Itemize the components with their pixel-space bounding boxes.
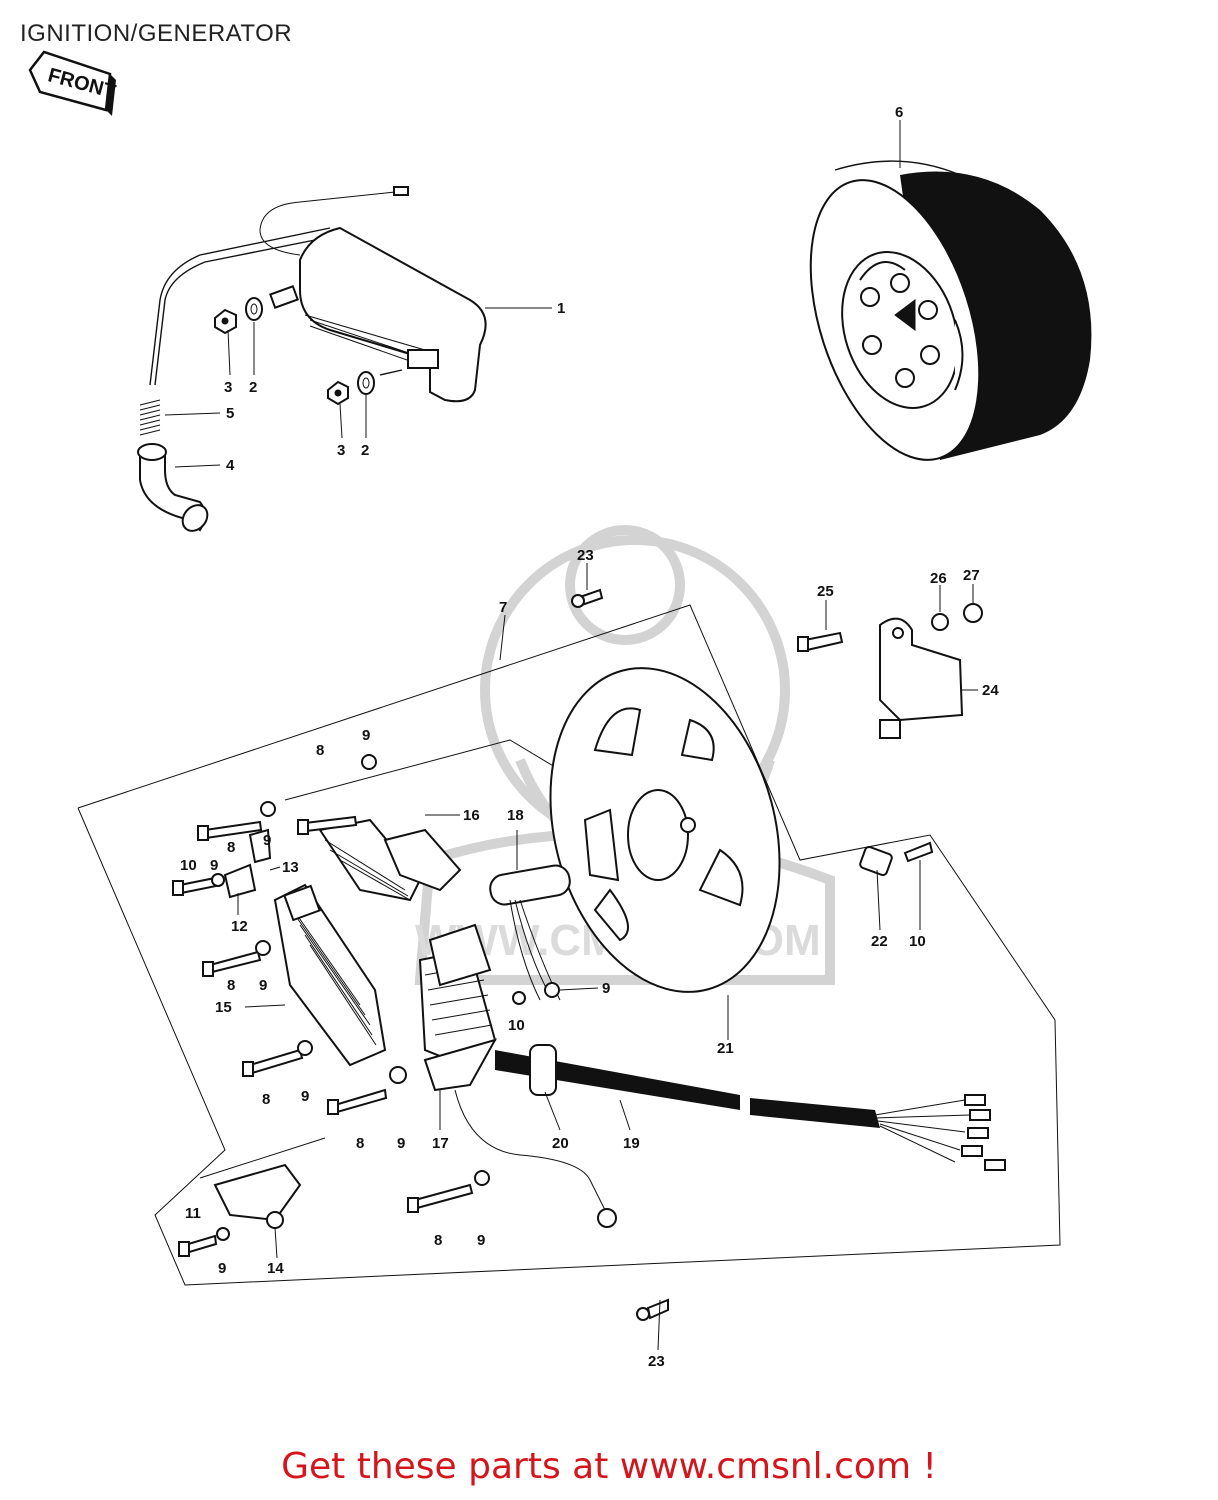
callout-9i: 9 [218,1260,226,1277]
callout-18: 18 [507,807,524,824]
bolt-8b [297,815,358,835]
spring [139,399,161,436]
screw-23b [636,1298,669,1321]
bolt-8c [202,950,262,977]
coil-17 [418,923,498,1092]
callout-8f: 8 [434,1232,442,1249]
callout-9e: 9 [602,980,610,997]
bolt-8a [197,820,263,841]
bolt-8e [327,1088,388,1115]
callout-9b: 9 [263,832,271,849]
callout-9c: 9 [210,857,218,874]
nut-3b [327,380,349,406]
callout-24: 24 [982,682,999,699]
callout-2b: 2 [361,442,369,459]
callout-1: 1 [557,300,565,317]
callout-8b: 8 [227,839,235,856]
callout-17: 17 [432,1135,449,1152]
callout-23a: 23 [577,547,594,564]
callout-5: 5 [226,405,234,422]
assembly-outline [77,604,1061,1286]
washer-9i [216,1227,230,1241]
callout-20: 20 [552,1135,569,1152]
washer-9a [260,801,276,817]
callout-16: 16 [463,807,480,824]
plate-22 [859,846,893,876]
bracket-13 [248,828,272,864]
terminal-12 [223,863,257,899]
plug-cap [137,443,209,532]
leader-lines [164,120,978,1351]
callout-10a: 10 [180,857,197,874]
callout-15: 15 [215,999,232,1016]
callout-8e: 8 [356,1135,364,1152]
condenser [489,864,571,1001]
bolt-8f [407,1183,474,1213]
callout-7: 7 [499,599,507,616]
callout-9a: 9 [362,727,370,744]
callout-23b: 23 [648,1353,665,1370]
washer-9f [297,1040,313,1056]
washer-2b [357,371,375,395]
washer-9b [361,754,377,770]
nut-3a [214,308,237,335]
coil-16 [318,818,462,902]
callouts: 1 2 3 2 3 5 4 6 7 23 25 26 27 24 8 9 9 8… [180,104,999,1370]
washer-2a [245,297,263,321]
callout-8a: 8 [316,742,324,759]
footer-link[interactable]: Get these parts at www.cmsnl.com ! [281,1446,937,1487]
front-arrow: FRONT [28,50,118,116]
ignition-coil [149,186,487,403]
callout-11: 11 [185,1205,201,1222]
callout-9f: 9 [301,1088,309,1105]
washer-9h [474,1170,490,1186]
flywheel [809,160,1092,461]
callout-10b: 10 [508,1017,525,1034]
callout-4: 4 [226,457,235,474]
screw-11 [178,1234,218,1257]
callout-14: 14 [267,1260,284,1277]
stator-plate [549,667,781,993]
screw-10c [903,841,934,863]
callout-6: 6 [895,104,903,121]
coil-15 [273,883,387,1067]
bolt-8d [242,1048,304,1077]
screw-23a [571,588,604,608]
screw-10a [172,876,218,896]
callout-13: 13 [282,859,299,876]
nut-27 [963,603,983,623]
callout-10c: 10 [909,933,926,950]
harness [454,1044,1006,1228]
callout-27: 27 [963,567,980,584]
callout-9h: 9 [477,1232,485,1249]
screw-10b [512,991,526,1005]
callout-9d: 9 [259,977,267,994]
diagram-title: IGNITION/GENERATOR [20,20,293,47]
callout-25: 25 [817,583,834,600]
callout-21: 21 [717,1040,734,1057]
callout-9g: 9 [397,1135,405,1152]
callout-26: 26 [930,570,947,587]
callout-3b: 3 [337,442,345,459]
callout-8c: 8 [227,977,235,994]
contact-breaker [199,1137,326,1229]
callout-2a: 2 [249,379,257,396]
washer-9g [389,1066,407,1084]
callout-3a: 3 [224,379,232,396]
callout-22: 22 [871,933,888,950]
washer-9d [255,940,271,956]
regulator [879,617,964,739]
washer-9e [544,982,560,998]
washer-26 [931,613,949,631]
washer-9c [211,873,225,887]
callout-12: 12 [231,918,248,935]
bolt-25 [797,631,844,652]
callout-8d: 8 [262,1091,270,1108]
callout-19: 19 [623,1135,640,1152]
